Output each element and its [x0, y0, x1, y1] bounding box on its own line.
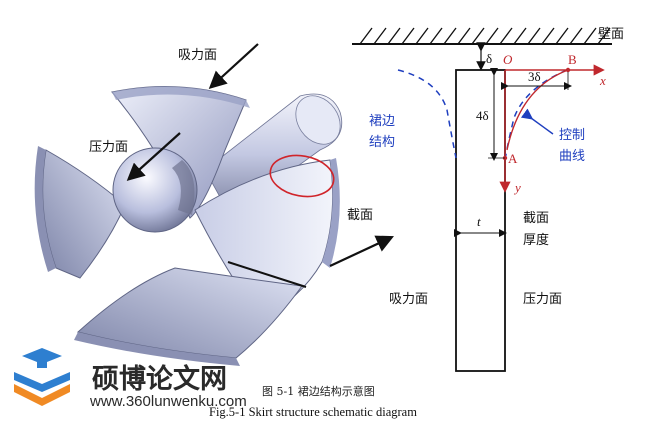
wall-hatch-stroke — [415, 27, 429, 45]
caption-chinese: 图 5-1 裙边结构示意图 — [262, 384, 375, 398]
pressure-face-label: 压力面 — [89, 140, 128, 155]
section-line — [227, 261, 307, 288]
propeller-render: 吸力面 压力面 截面 — [34, 43, 394, 366]
skirt-highlight-ellipse — [269, 154, 335, 198]
y-axis-label: y — [513, 180, 521, 195]
wall-hatch-stroke — [499, 27, 513, 45]
watermark-site-name: 硕博论文网 — [92, 363, 227, 395]
origin-label: O — [503, 52, 513, 67]
wall-hatch-stroke — [541, 27, 555, 45]
wall-hatch-stroke — [597, 27, 611, 45]
delta-label: δ — [486, 51, 492, 66]
wall-label: 壁面 — [598, 27, 624, 42]
wall-hatch-stroke — [457, 27, 471, 45]
control-curve-arrow — [520, 108, 554, 135]
wall-hatch-stroke — [513, 27, 527, 45]
wall-hatch-stroke — [359, 27, 373, 45]
propeller-shaft — [204, 93, 343, 216]
watermark-logo-icon — [14, 348, 70, 406]
thickness-label: t — [477, 214, 481, 229]
skirt-curve-left — [397, 69, 457, 159]
caption-english: Fig.5-1 Skirt structure schematic diagra… — [209, 405, 417, 419]
wall-hatch-stroke — [387, 27, 401, 45]
blade-left — [42, 149, 126, 279]
wall-hatch-stroke — [429, 27, 443, 45]
wall-hatch-stroke — [401, 27, 415, 45]
point-b-marker — [565, 67, 571, 73]
suction-face-label: 吸力面 — [178, 48, 217, 63]
point-b-label: B — [568, 52, 577, 67]
wall-hatch-stroke — [443, 27, 457, 45]
wall-hatch-stroke — [555, 27, 569, 45]
four-delta-label: 4δ — [476, 108, 489, 123]
wall-hatching — [359, 27, 611, 45]
pressure-face-arrow — [126, 132, 181, 181]
wall-hatch-stroke — [569, 27, 583, 45]
wall-hatch-stroke — [485, 27, 499, 45]
three-delta-label: 3δ — [528, 69, 541, 84]
watermark-url: www.360lunwenku.com — [89, 393, 247, 410]
suction-face-arrow — [208, 43, 259, 89]
wall-hatch-stroke — [471, 27, 485, 45]
x-axis-label: x — [599, 73, 606, 88]
control-curve-label: 控制 曲线 — [559, 128, 589, 164]
schematic-pressure-face-label: 压力面 — [523, 292, 562, 307]
section-label: 截面 — [347, 208, 373, 223]
schematic-suction-face-label: 吸力面 — [389, 292, 428, 307]
skirt-structure-label: 裙边 结构 — [369, 114, 399, 150]
watermark: 硕博论文网 www.360lunwenku.com — [14, 348, 247, 410]
skirt-schematic: 壁面 δ O B x A y 3δ 4δ t 裙边 结构 — [352, 27, 624, 372]
wall-hatch-stroke — [373, 27, 387, 45]
section-arrow — [329, 235, 394, 267]
control-curve — [506, 69, 569, 151]
wall-hatch-stroke — [583, 27, 597, 45]
point-a-label: A — [508, 151, 518, 166]
section-thickness-label: 截面 厚度 — [523, 211, 553, 248]
wall-hatch-stroke — [527, 27, 541, 45]
